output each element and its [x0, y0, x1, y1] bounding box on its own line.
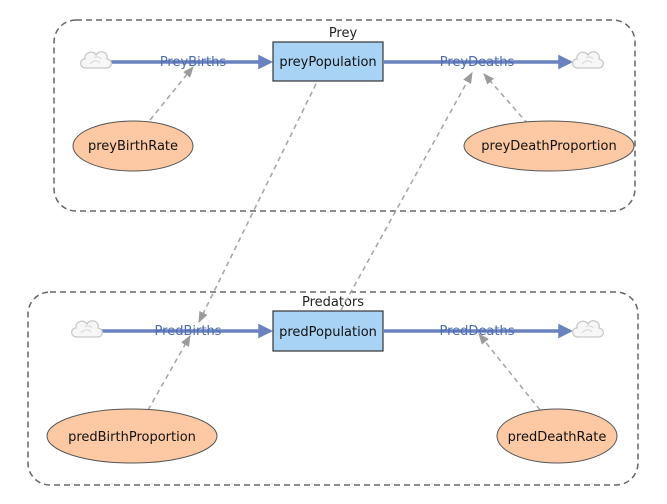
cloud-icon — [571, 320, 605, 338]
prey-death-proportion-variable[interactable]: preyDeathProportion — [463, 120, 635, 172]
pred-death-rate-variable[interactable]: predDeathRate — [496, 408, 618, 464]
pred-birth-proportion-variable[interactable]: predBirthProportion — [46, 408, 218, 464]
cloud-icon — [79, 51, 113, 69]
pred-population-label: predPopulation — [279, 325, 377, 340]
pred-population-box — [272, 310, 384, 352]
cloud-icon — [571, 51, 605, 69]
prey-birth-rate-ellipse — [72, 120, 194, 172]
link-pred-population-to-prey-deaths — [340, 72, 473, 311]
link-prey-population-to-pred-births — [198, 83, 317, 324]
predators-group-box — [27, 291, 639, 486]
prey-group-box — [53, 19, 636, 212]
pred-birth-proportion-label: predBirthProportion — [68, 430, 196, 445]
link-prey-death-proportion-to-prey-deaths — [483, 73, 529, 125]
link-prey-birth-rate-to-prey-births — [149, 66, 194, 121]
prey-birth-rate-label: preyBirthRate — [88, 139, 178, 154]
pred-births-label: PredBirths — [155, 324, 222, 339]
prey-death-proportion-label: preyDeathProportion — [481, 139, 616, 154]
prey-birth-rate-variable[interactable]: preyBirthRate — [72, 120, 194, 172]
prey-population-label: preyPopulation — [279, 55, 376, 70]
prey-population-box — [272, 41, 384, 82]
link-pred-death-rate-to-pred-deaths — [478, 333, 541, 411]
prey-deaths-label: PreyDeaths — [440, 55, 515, 70]
pred-death-rate-ellipse — [496, 408, 618, 464]
cloud-icon — [70, 320, 104, 338]
predators-group: Predators — [27, 291, 639, 486]
predators-group-label: Predators — [302, 295, 364, 310]
pred-deaths-label: PredDeaths — [439, 324, 514, 339]
pred-death-rate-label: predDeathRate — [508, 430, 607, 445]
prey-death-proportion-ellipse — [463, 120, 635, 172]
link-pred-birth-proportion-to-pred-births — [147, 335, 191, 411]
prey-group: Prey — [53, 19, 636, 212]
prey-population-stock[interactable]: preyPopulation — [272, 41, 384, 82]
prey-births-label: PreyBirths — [160, 55, 227, 70]
prey-group-label: Prey — [329, 26, 358, 41]
pred-birth-proportion-ellipse — [46, 408, 218, 464]
pred-population-stock[interactable]: predPopulation — [272, 310, 384, 352]
